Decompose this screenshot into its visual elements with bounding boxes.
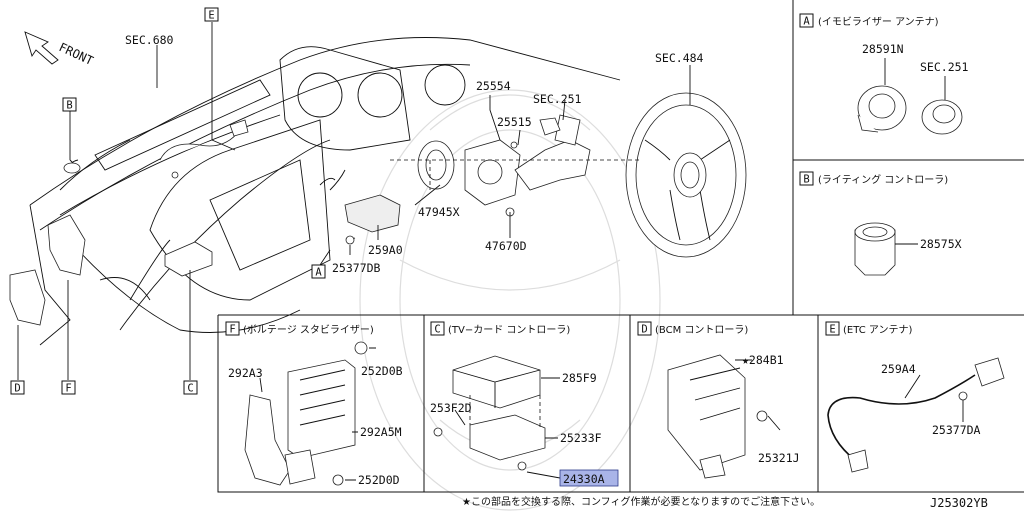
panel-c-title: (TV−カード コントローラ): [448, 324, 570, 336]
svg-text:F: F: [229, 324, 235, 336]
svg-text:E: E: [208, 10, 214, 22]
panel-e: E (ETC アンテナ) 259A4 25377DA: [825, 321, 1005, 473]
sec-251-a-label: SEC.251: [920, 60, 969, 74]
footer-note: ★この部品を交換する際、コンフィグ作業が必要となりますのでご注意下さい。: [462, 495, 820, 508]
panel-frames: [217, 0, 1024, 493]
footer: ★この部品を交換する際、コンフィグ作業が必要となりますのでご注意下さい。 J25…: [462, 495, 988, 510]
part-24330a-label: 24330A: [563, 472, 605, 486]
callout-e-top[interactable]: E: [204, 7, 219, 22]
part-47670d-label: 47670D: [485, 239, 527, 253]
panel-d-title: (BCM コントローラ): [655, 324, 748, 336]
part-259a4-label: 259A4: [881, 362, 916, 376]
panel-a-letter-box: [799, 13, 814, 28]
part-252d0b-label: 252D0B: [361, 364, 403, 378]
part-47945x-label: 47945X: [418, 205, 460, 219]
dashboard-outline: [29, 37, 621, 346]
part-28591n-label: 28591N: [862, 42, 904, 56]
part-25377db-label: 25377DB: [332, 261, 381, 275]
part-25515-label: 25515: [497, 115, 532, 129]
part-24330a-highlight: [559, 469, 619, 487]
panel-c: C (TV−カード コントローラ) 285F9 253F2D 25233F 24…: [430, 321, 619, 487]
svg-text:D: D: [641, 324, 647, 336]
part-292a3-label: 292A3: [228, 366, 263, 380]
svg-text:E: E: [829, 324, 835, 336]
sec-251-label: SEC.251: [533, 92, 582, 106]
part-292a5m-label: 292A5M: [360, 425, 402, 439]
callout-f-main[interactable]: F: [61, 380, 76, 395]
svg-text:C: C: [187, 383, 193, 395]
svg-text:A: A: [803, 16, 810, 28]
panel-d-letter-box: [637, 321, 652, 336]
svg-text:B: B: [803, 174, 809, 186]
panel-f-title: (ボルテージ スタビライザー): [243, 324, 374, 336]
watermark: [359, 89, 661, 511]
front-label: FRONT: [57, 40, 96, 68]
main-labels: SEC.680 SEC.484 SEC.251 25554 25515 4794…: [125, 33, 704, 275]
svg-text:D: D: [14, 383, 20, 395]
panel-e-letter-box: [825, 321, 840, 336]
callout-b-main[interactable]: B: [62, 97, 77, 112]
callout-c-main[interactable]: C: [183, 380, 198, 395]
svg-text:F: F: [65, 383, 71, 395]
part-284b1-label: ★284B1: [742, 353, 784, 367]
sec-680-label: SEC.680: [125, 33, 174, 47]
part-25233f-label: 25233F: [560, 431, 602, 445]
part-28575x-label: 28575X: [920, 237, 962, 251]
panel-a: A (イモビライザー アンテナ) 28591N SEC.251: [799, 13, 969, 135]
part-253f2d-label: 253F2D: [430, 401, 472, 415]
main-leaders: [17, 22, 691, 380]
sec-484-label: SEC.484: [655, 51, 704, 65]
panel-b-title: (ライティング コントローラ): [818, 173, 948, 186]
part-25554-label: 25554: [476, 79, 511, 93]
panel-b-letter-box: [799, 171, 814, 186]
panel-c-letter-box: [430, 321, 445, 336]
callout-a-main[interactable]: A: [311, 264, 326, 279]
panel-f: F (ボルテージ スタビライザー) 252D0B 292A3 292A5M 25…: [225, 321, 403, 487]
part-25321j-label: 25321J: [758, 451, 800, 465]
svg-text:C: C: [434, 324, 440, 336]
svg-text:A: A: [315, 267, 322, 279]
callout-d-main[interactable]: D: [10, 380, 25, 395]
panel-a-title: (イモビライザー アンテナ): [818, 16, 939, 28]
front-arrow: FRONT: [24, 31, 96, 68]
part-259a0-label: 259A0: [368, 243, 403, 257]
panel-f-letter-box: [225, 321, 240, 336]
part-285f9-label: 285F9: [562, 371, 597, 385]
main-components: [9, 92, 747, 326]
part-25377da-label: 25377DA: [932, 423, 981, 437]
svg-text:B: B: [66, 100, 72, 112]
part-252d0d-label: 252D0D: [358, 473, 400, 487]
panel-b: B (ライティング コントローラ) 28575X: [799, 171, 962, 276]
diagram-id: J25302YB: [930, 496, 988, 510]
panel-e-title: (ETC アンテナ): [843, 324, 913, 336]
panel-d: D (BCM コントローラ) ★284B1 25321J: [637, 321, 800, 479]
